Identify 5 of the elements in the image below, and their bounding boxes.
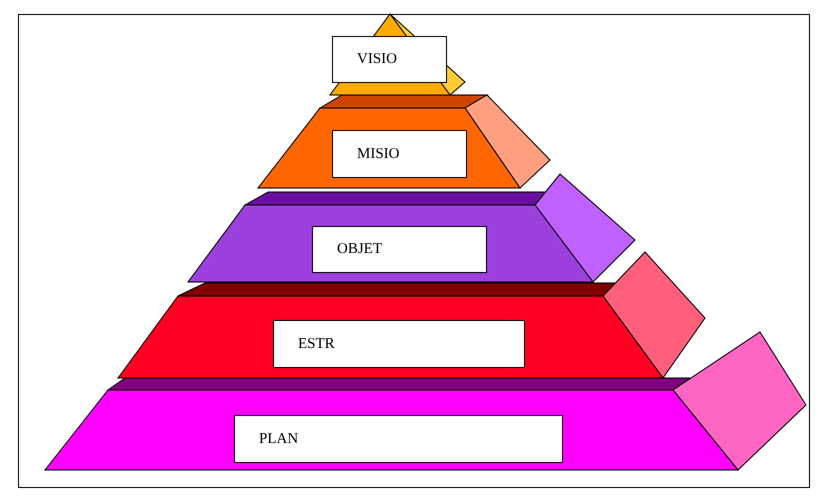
label-box: PLAN bbox=[234, 415, 563, 463]
label-box: VISIO bbox=[332, 36, 447, 83]
label-box: ESTR bbox=[273, 320, 525, 368]
label-box: MISIO bbox=[332, 130, 467, 178]
label-box: OBJET bbox=[312, 226, 487, 273]
